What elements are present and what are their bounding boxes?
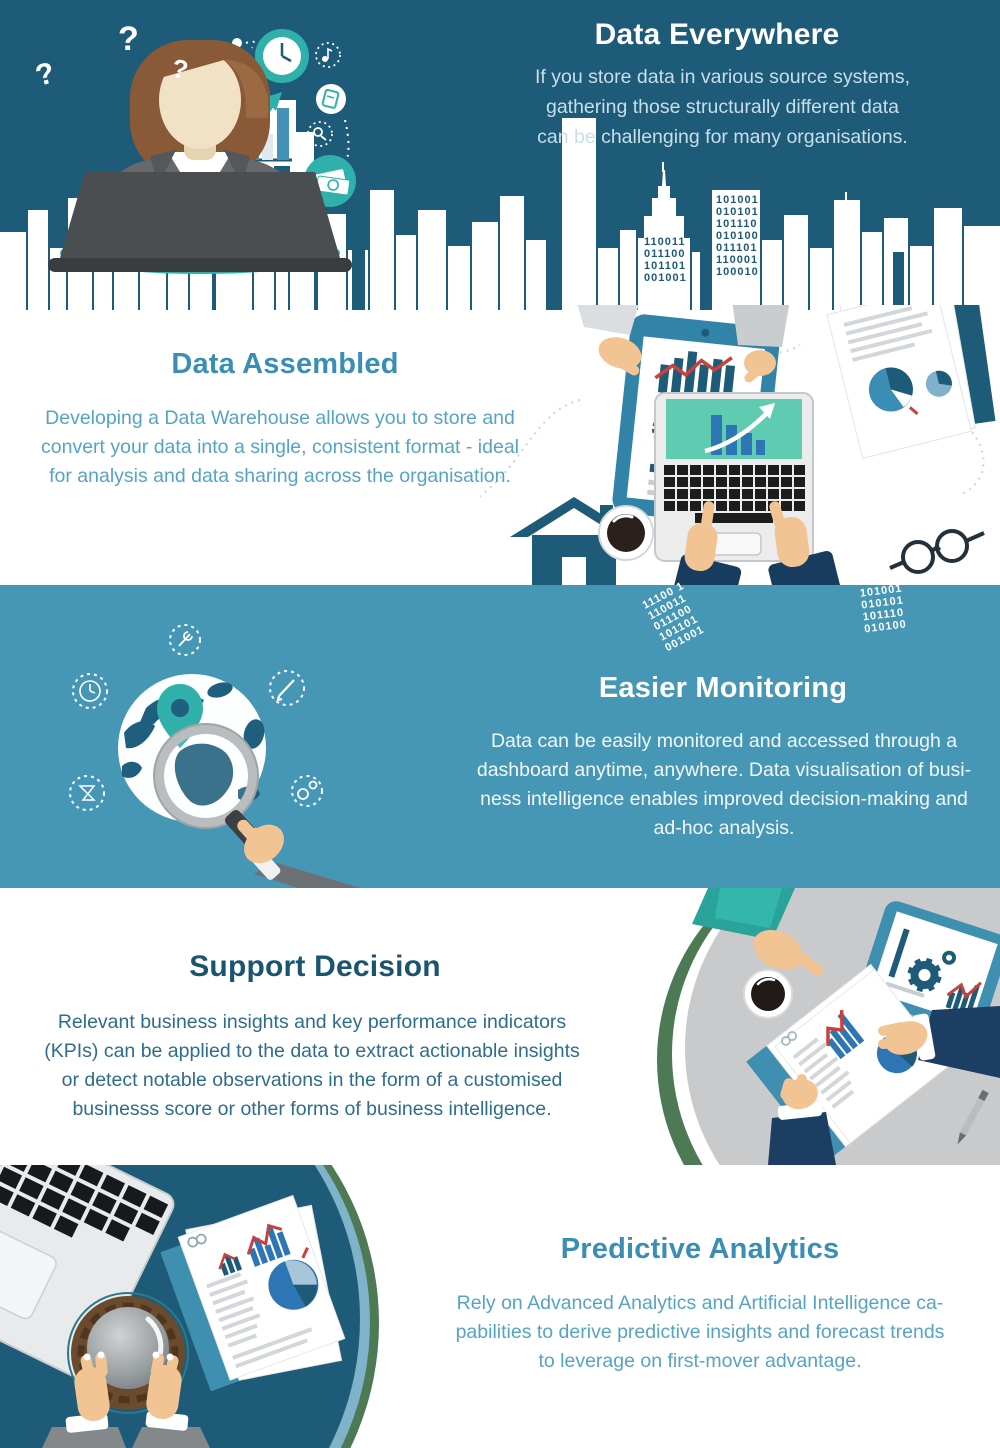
document-icon	[160, 1194, 346, 1392]
document-icon	[826, 305, 996, 459]
section-body: Relevant business insights and key perfo…	[44, 1011, 580, 1120]
hand	[732, 305, 790, 383]
hand	[132, 1351, 210, 1448]
coffee-cup-icon	[598, 505, 654, 561]
hand	[768, 1074, 836, 1165]
hand	[237, 819, 360, 888]
keyboard-icon	[0, 1165, 169, 1242]
pie-chart-icon	[868, 367, 919, 415]
hand	[577, 305, 642, 376]
pie-chart-icon	[268, 1247, 319, 1310]
infinity-icon	[781, 1031, 797, 1046]
music-note-icon	[315, 42, 341, 68]
gears-icon	[907, 950, 957, 993]
bar-chart-icon	[248, 1226, 291, 1267]
section-data-assembled: Data Assembled Developing a Data Warehou…	[0, 305, 1000, 590]
hourglass-icon	[69, 775, 105, 811]
binary-text: 11100 1 110011 011100 101101 001001	[640, 579, 707, 655]
section-predictive-analytics: Predictive Analytics Rely on Advanced An…	[0, 1165, 1000, 1448]
clock-icon	[72, 673, 108, 709]
hand	[672, 501, 742, 590]
section-title: Support Decision	[189, 950, 441, 983]
clock-icon	[255, 29, 309, 83]
section-data-everywhere: 110011 011100 101101 001001 101001 01010…	[0, 0, 1000, 310]
section-body: Data can be easily monitored and accesse…	[476, 730, 972, 839]
laptop-icon	[0, 1165, 175, 1381]
binary-text: 101001 010101 101110 010100	[859, 582, 908, 636]
glasses-icon	[889, 529, 985, 574]
binary-text: 110011 011100 101101 001001	[644, 236, 687, 284]
meeting-table-illustration	[657, 888, 1000, 1165]
section-support-decision: Support Decision Relevant business insig…	[0, 888, 1000, 1165]
section-body: Developing a Data Warehouse allows you t…	[41, 407, 519, 487]
line-chart-icon	[654, 356, 733, 380]
infinity-icon	[187, 1233, 207, 1248]
section-body: Rely on Advanced Analytics and Artificia…	[455, 1292, 945, 1372]
gears-icon	[291, 775, 323, 807]
magnifier-icon	[153, 723, 266, 853]
bar-chart-icon	[827, 1012, 865, 1060]
question-mark: ?	[118, 20, 139, 58]
face	[159, 51, 241, 149]
wrench-icon	[169, 624, 201, 656]
laptop-base	[48, 258, 352, 272]
hand	[768, 501, 842, 590]
section-title: Data Everywhere	[594, 18, 840, 51]
coffee-cup-icon	[743, 969, 793, 1019]
trackpad	[0, 1218, 57, 1320]
section-title: Predictive Analytics	[560, 1233, 840, 1265]
arrow-up-icon	[704, 411, 769, 454]
pen-icon	[957, 1089, 989, 1145]
crystal-ball-illustration	[0, 1165, 379, 1448]
pencil-icon	[320, 228, 342, 250]
pencil-icon	[269, 670, 305, 706]
laptop-screen	[60, 172, 340, 258]
foreground-buildings	[352, 234, 904, 310]
desk-workspace-illustration	[480, 305, 996, 590]
globe-search-illustration	[69, 624, 360, 888]
hand	[692, 888, 824, 976]
binary-text: 101001 010101 101110 010100 011101 11000…	[716, 194, 759, 278]
woman-figure	[48, 40, 352, 274]
section-body: If you store data in various source syst…	[535, 66, 910, 148]
section-title: Easier Monitoring	[598, 672, 848, 704]
section-easier-monitoring: 11100 1 110011 011100 101101 001001 1010…	[0, 580, 1000, 888]
magnifier-icon	[307, 121, 333, 147]
calculator-icon	[316, 84, 346, 114]
woman-at-laptop-illustration	[48, 29, 356, 274]
hand	[42, 1351, 126, 1448]
hand	[878, 1006, 1000, 1078]
section-title: Data Assembled	[171, 348, 399, 380]
